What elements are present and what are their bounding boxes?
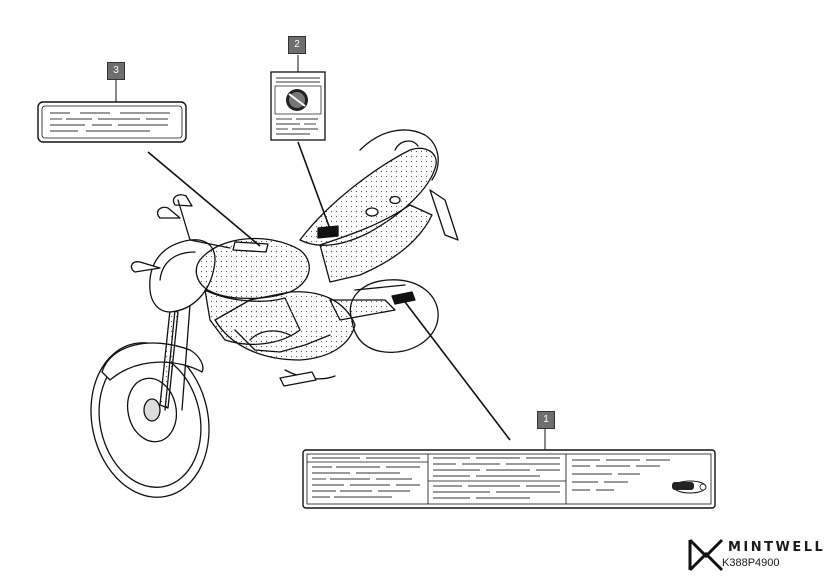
motorcycle-illustration	[90, 129, 459, 498]
mirror-right	[156, 206, 181, 219]
label-spot-2	[317, 225, 339, 239]
brake-disc	[126, 377, 178, 443]
label-3-graphic	[37, 78, 187, 143]
rear-subframe	[319, 204, 433, 283]
front-wheel	[90, 342, 210, 498]
label-1-graphic	[302, 426, 716, 509]
diagram-code: K388P4900	[722, 557, 780, 569]
tire-gauge-icon	[672, 480, 707, 494]
callout-3: 3	[107, 62, 125, 80]
mirror-left	[130, 261, 161, 273]
label-spot-1	[391, 291, 416, 305]
brand-logo-icon	[688, 538, 724, 572]
leader-lines	[147, 141, 511, 441]
engine	[214, 291, 356, 361]
front-fender	[101, 342, 204, 381]
leader-line-2	[297, 141, 331, 230]
brand-watermark: MINTWELL K388P4900	[688, 538, 838, 578]
leader-line-3	[147, 151, 261, 247]
label-2-graphic	[270, 55, 326, 141]
label-spot-3	[232, 241, 269, 253]
callout-2: 2	[288, 36, 306, 54]
leader-line-1	[404, 301, 511, 441]
swing-arm	[329, 299, 396, 321]
brand-name: MINTWELL	[728, 540, 826, 555]
tail-light	[429, 189, 459, 241]
rear-wheel	[349, 279, 439, 353]
tail-grab-rail	[359, 129, 439, 181]
callout-1: 1	[537, 411, 555, 429]
